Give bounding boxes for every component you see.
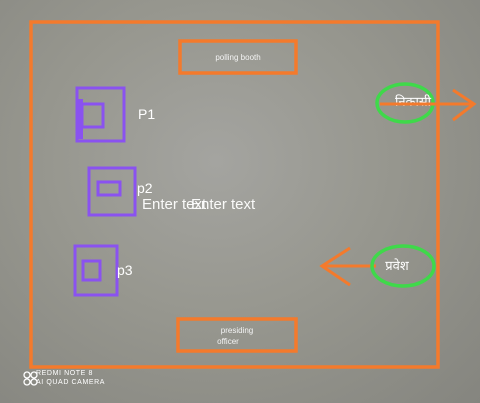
exit-label: निकासी	[395, 94, 432, 109]
exit-marker: निकासी	[375, 82, 477, 124]
presiding-officer-label-2: officer	[217, 337, 239, 346]
polling-booth-label: polling booth	[215, 53, 260, 62]
arrow-left-icon	[319, 246, 376, 287]
watermark-device: REDMI NOTE 8	[36, 370, 93, 377]
watermark-camera: AI QUAD CAMERA	[36, 379, 106, 386]
entry-marker: प्रवेश	[319, 244, 436, 288]
placeholder-text-b: Enter text	[191, 196, 256, 213]
camera-lens-icon	[23, 371, 38, 386]
booth-p1-label: P1	[138, 106, 155, 122]
presiding-officer-label-1: presiding	[221, 326, 253, 335]
booth-p3: p3	[73, 244, 133, 297]
polling-booth-box: polling booth	[178, 39, 298, 75]
entry-circle	[370, 244, 436, 288]
arrow-right-icon	[380, 88, 477, 122]
presiding-officer-box: presiding officer	[176, 317, 298, 353]
entry-label: प्रवेश	[385, 258, 410, 273]
placeholder-text-a: Enter text	[142, 196, 207, 213]
booth-p1: P1	[75, 86, 155, 143]
booth-p3-label: p3	[117, 262, 133, 278]
room-outline	[29, 20, 440, 369]
booth-p2-label: p2	[137, 180, 153, 196]
booth-p2: p2	[87, 166, 153, 217]
